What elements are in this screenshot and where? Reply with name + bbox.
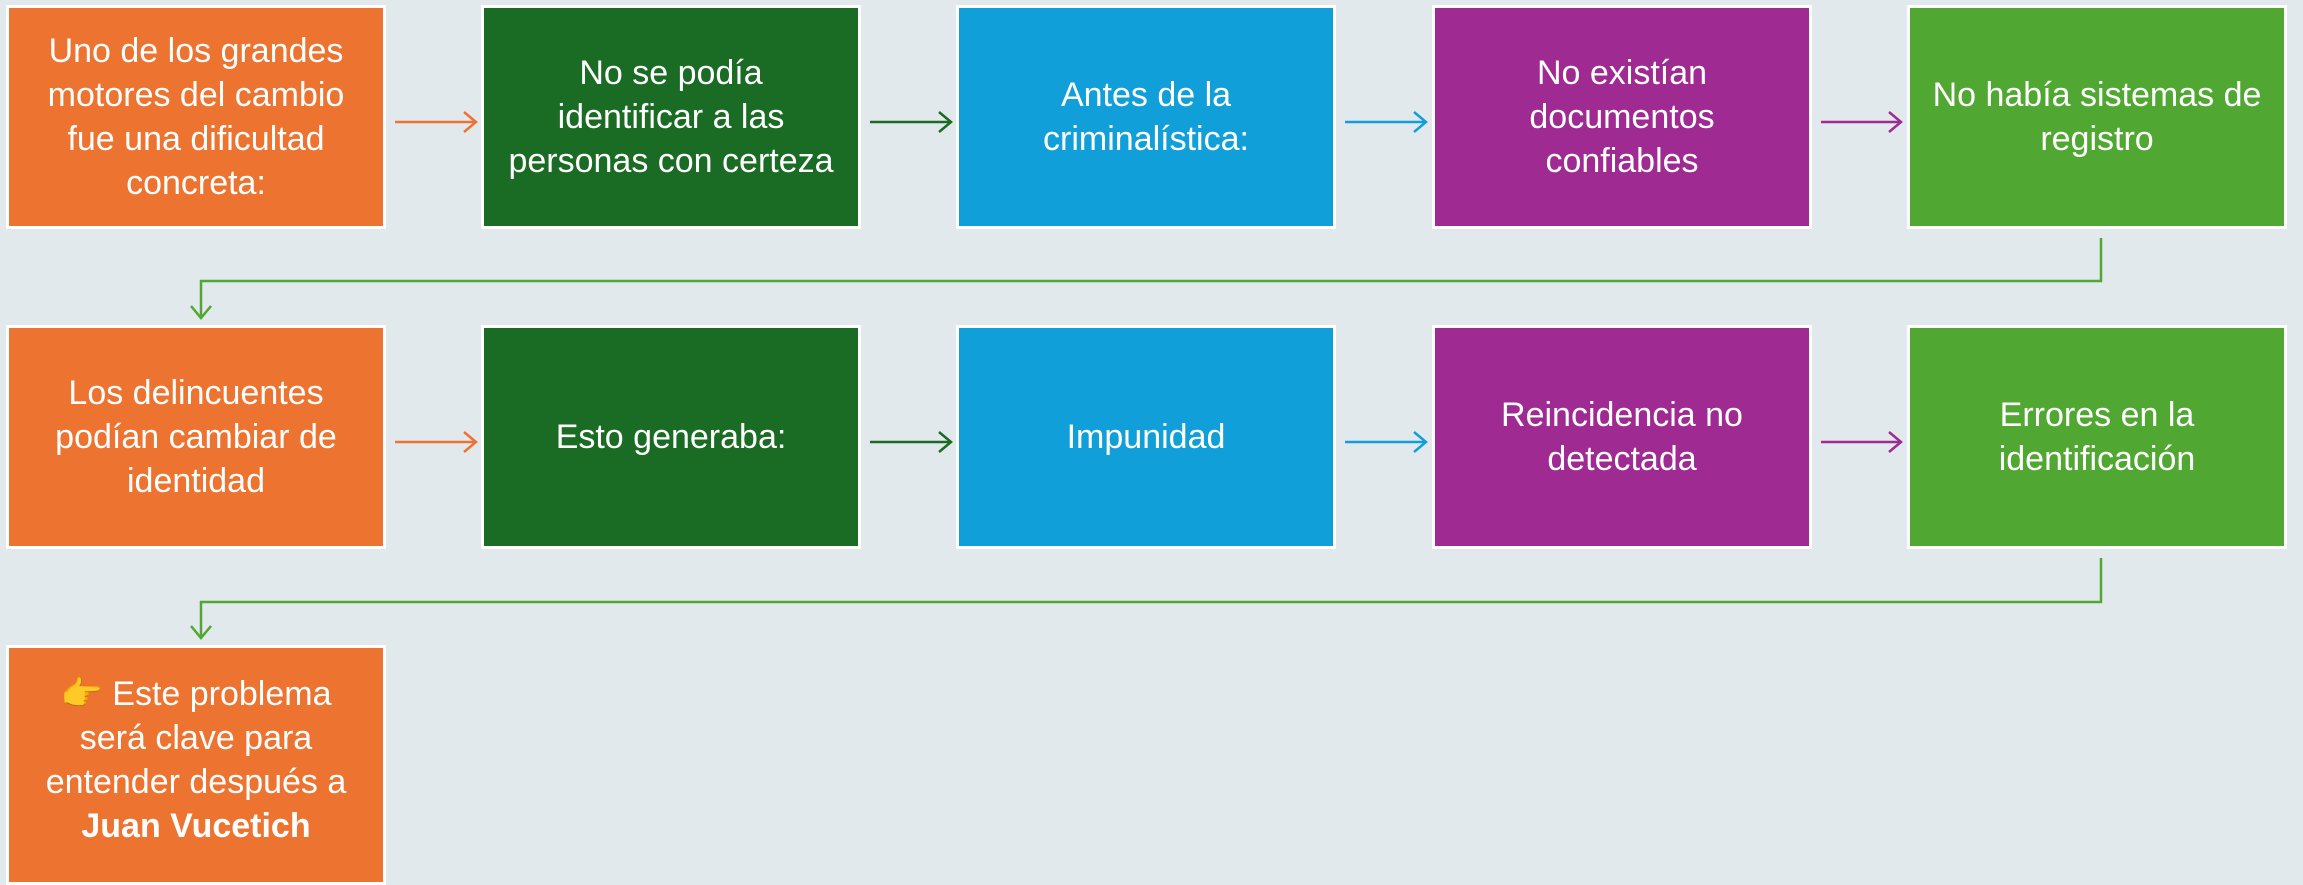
step-box-6: Los delincuentes podían cambiar de ident… xyxy=(6,325,386,549)
step-text: Impunidad xyxy=(1066,418,1226,456)
step-text: Antes de la criminalística: xyxy=(1043,76,1249,158)
arrow-3-4 xyxy=(1345,111,1428,133)
step-text: Esto generaba: xyxy=(555,418,787,456)
step-text: No había sistemas de registro xyxy=(1932,76,2262,158)
elbow-connector-2 xyxy=(190,558,2103,640)
arrow-1-2 xyxy=(395,111,478,133)
final-bold-name: Juan Vucetich xyxy=(81,807,311,845)
step-box-2: No se podía identificar a las personas c… xyxy=(481,5,861,229)
step-box-1: Uno de los grandes motores del cambio fu… xyxy=(6,5,386,229)
step-box-8: Impunidad xyxy=(956,325,1336,549)
step-text: Los delincuentes podían cambiar de ident… xyxy=(55,374,337,500)
step-box-5: No había sistemas de registro xyxy=(1907,5,2287,229)
arrow-8-9 xyxy=(1345,431,1428,453)
arrow-7-8 xyxy=(870,431,953,453)
arrow-6-7 xyxy=(395,431,478,453)
pointing-hand-icon: 👉 xyxy=(60,674,103,714)
step-text: No se podía identificar a las personas c… xyxy=(508,54,834,180)
step-text: No existían documentos confiables xyxy=(1529,54,1715,180)
final-body-text: Este problema será clave para entender d… xyxy=(45,675,347,801)
step-text: Reincidencia no detectada xyxy=(1501,396,1743,478)
arrow-4-5 xyxy=(1821,111,1903,133)
step-box-4: No existían documentos confiables xyxy=(1432,5,1812,229)
step-box-10: Errores en la identificación xyxy=(1907,325,2287,549)
elbow-connector-1 xyxy=(190,238,2103,320)
arrow-2-3 xyxy=(870,111,953,133)
step-box-7: Esto generaba: xyxy=(481,325,861,549)
step-box-3: Antes de la criminalística: xyxy=(956,5,1336,229)
step-text: Errores en la identificación xyxy=(1998,396,2196,478)
final-box: 👉 Este problema será clave para entender… xyxy=(6,645,386,885)
step-box-9: Reincidencia no detectada xyxy=(1432,325,1812,549)
final-text: 👉 Este problema será clave para entender… xyxy=(27,672,365,848)
step-text: Uno de los grandes motores del cambio fu… xyxy=(47,32,345,202)
arrow-9-10 xyxy=(1821,431,1903,453)
